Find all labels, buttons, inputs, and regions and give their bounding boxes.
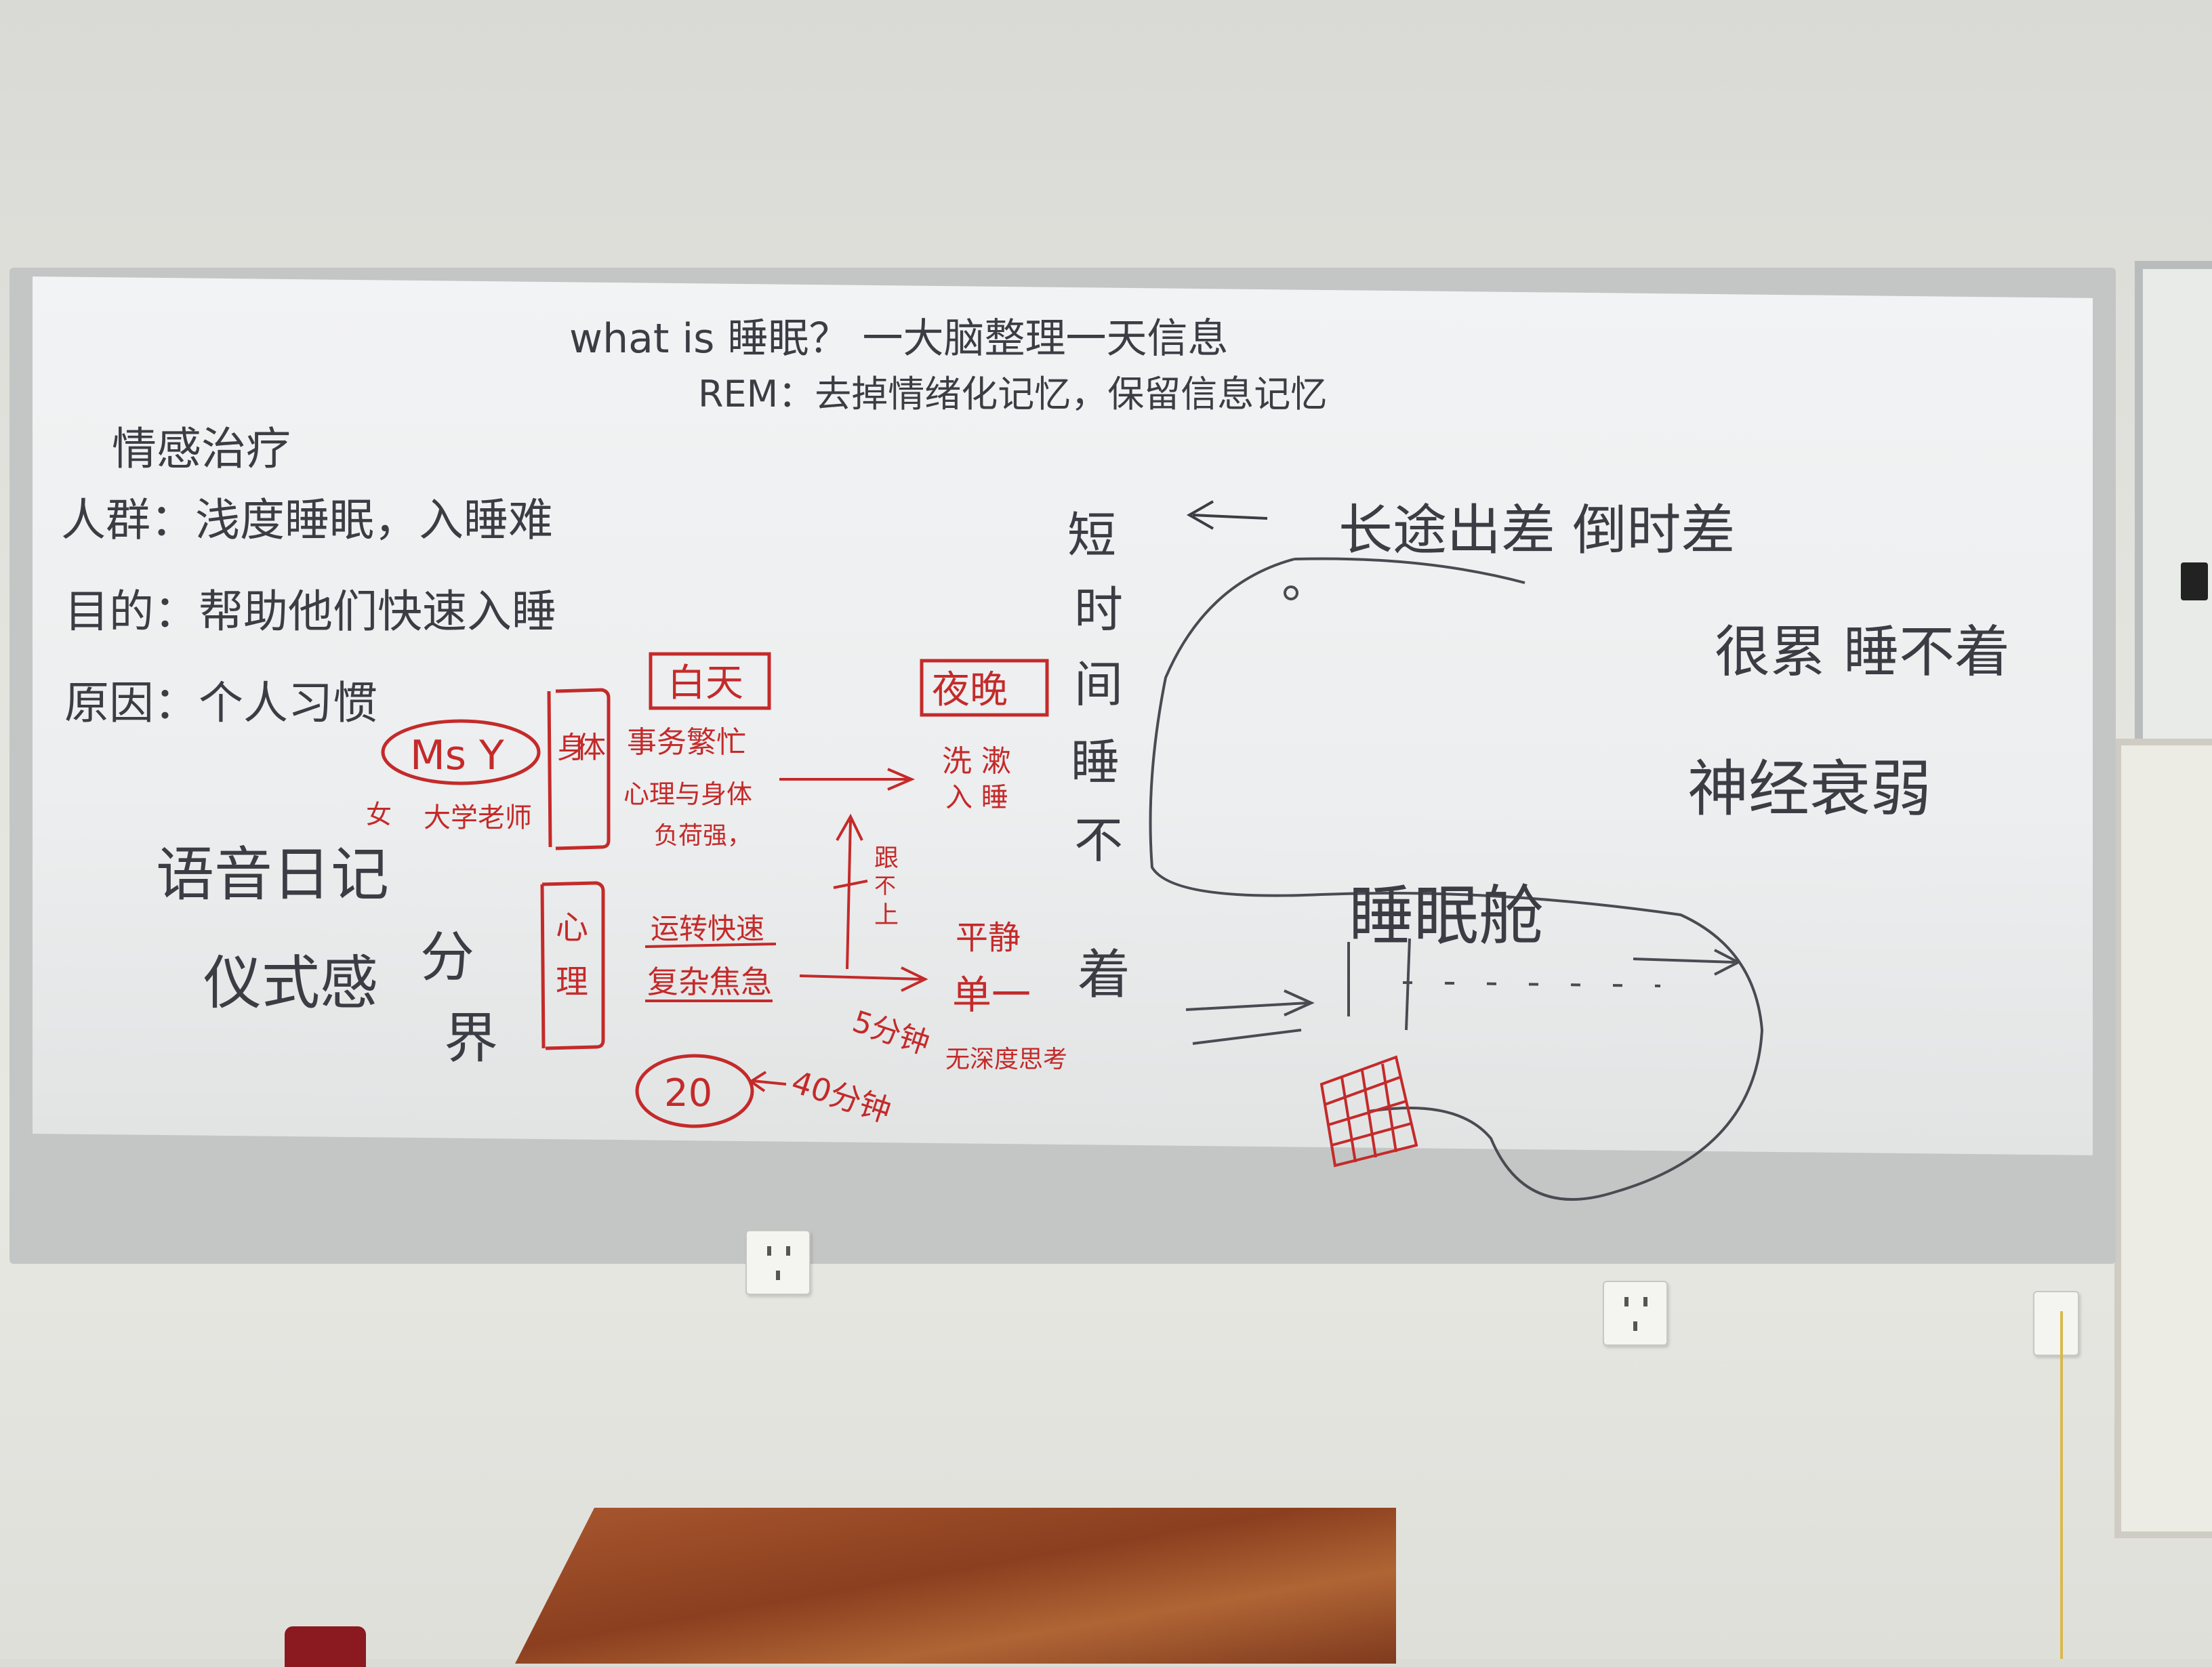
heading-emotion-therapy: 情感治疗 [112, 423, 291, 475]
travel-arrow [1186, 500, 1268, 530]
short-sleep-char-4: 睡 [1071, 734, 1120, 791]
twenty-oval [635, 1054, 754, 1128]
night-body-line-1: 洗 漱 [942, 744, 1011, 779]
short-sleep-char-1: 短 [1067, 507, 1116, 564]
day-mind-line-1: 运转快速 [651, 912, 764, 945]
forty-arrow [748, 1071, 787, 1092]
persona-gender: 女 [366, 800, 392, 829]
forty-minutes: 40分钟 [787, 1063, 896, 1130]
day-mind-line-2: 复杂焦急 [647, 964, 772, 1000]
sleep-pod-dot [1284, 585, 1298, 600]
up-arrow [833, 813, 868, 970]
night-body-line-2: 入 睡 [945, 782, 1008, 813]
night-mind-line-3: 无深度思考 [945, 1046, 1067, 1073]
power-outlet [2033, 1291, 2079, 1356]
mind-bracket [541, 881, 605, 1050]
cant-keep-up-2: 不 [874, 873, 896, 899]
chair [285, 1626, 366, 1667]
cant-keep-up-1: 跟 [874, 844, 899, 872]
body-char-2: 体 [576, 730, 606, 765]
audience-line: 人群：浅度睡眠，入睡难 [61, 494, 553, 546]
persona-name: Ms Y [410, 732, 504, 779]
body-char-1: 身 [557, 730, 587, 765]
side-panel [2114, 739, 2212, 1538]
cable [2060, 1311, 2063, 1659]
short-sleep-char-5: 不 [1074, 812, 1123, 869]
day-body-line-3: 负荷强， [654, 822, 752, 850]
day-label: 白天 [668, 661, 743, 705]
pod-arrow [1633, 949, 1742, 976]
neurasthenia-label: 神经衰弱 [1687, 754, 1931, 825]
night-mind-line-1: 平静 [956, 919, 1021, 957]
underline [644, 943, 777, 948]
body-bracket-left [547, 691, 552, 848]
day-body-line-2: 心理与身体 [623, 779, 752, 809]
mind-arrow [799, 966, 928, 992]
pod-lines [1347, 938, 1411, 1031]
cause-line: 原因：个人习惯 [64, 677, 377, 729]
night-box [920, 659, 1049, 717]
pod-grid-sketch [1319, 1055, 1418, 1168]
power-outlet [1603, 1281, 1668, 1346]
power-outlet [745, 1230, 811, 1295]
persona-oval [381, 719, 541, 785]
persona-occupation: 大学老师 [424, 802, 532, 834]
night-mind-line-2: 单一 [952, 972, 1031, 1018]
mind-char-2: 理 [556, 963, 588, 1001]
five-minutes: 5分钟 [848, 1004, 934, 1061]
pod-dashes [1402, 981, 1661, 987]
cant-keep-up-3: 上 [874, 901, 899, 929]
short-sleep-char-6: 着 [1078, 945, 1130, 1006]
day-box [649, 652, 771, 710]
day-body-line-1: 事务繁忙 [627, 725, 746, 760]
boundary-char-1: 分 [420, 926, 474, 989]
title-line-1: what is 睡眠？ 一大脑整理一天信息 [569, 315, 1229, 363]
mind-char-1: 心 [556, 909, 588, 947]
wooden-desk [515, 1508, 1396, 1664]
goal-line: 目的：帮助他们快速入睡 [64, 585, 556, 638]
sleep-hard-label: 很累 睡不着 [1715, 620, 2010, 684]
travel-label: 长途出差 倒时差 [1338, 499, 1735, 562]
voice-diary: 语音日记 [156, 841, 389, 909]
boundary-char-2: 界 [444, 1007, 498, 1070]
pod-in-arrows [1185, 989, 1315, 1045]
short-sleep-char-2: 时 [1074, 581, 1123, 638]
night-label: 夜晚 [932, 668, 1008, 712]
magnet [2181, 562, 2208, 600]
twenty-label: 20 [664, 1071, 712, 1115]
sleep-pod-outline [1149, 558, 1764, 1201]
sleep-pod-top [1294, 557, 1525, 584]
body-bracket [555, 688, 611, 850]
day-to-night-arrow [779, 768, 916, 791]
ritual-sense: 仪式感 [203, 949, 378, 1017]
mind-bracket-left [540, 884, 546, 1049]
sleep-pod-label: 睡眠舱 [1349, 878, 1544, 954]
title-line-2: REM：去掉情绪化记忆，保留信息记忆 [698, 373, 1327, 415]
short-sleep-char-3: 间 [1074, 656, 1123, 713]
